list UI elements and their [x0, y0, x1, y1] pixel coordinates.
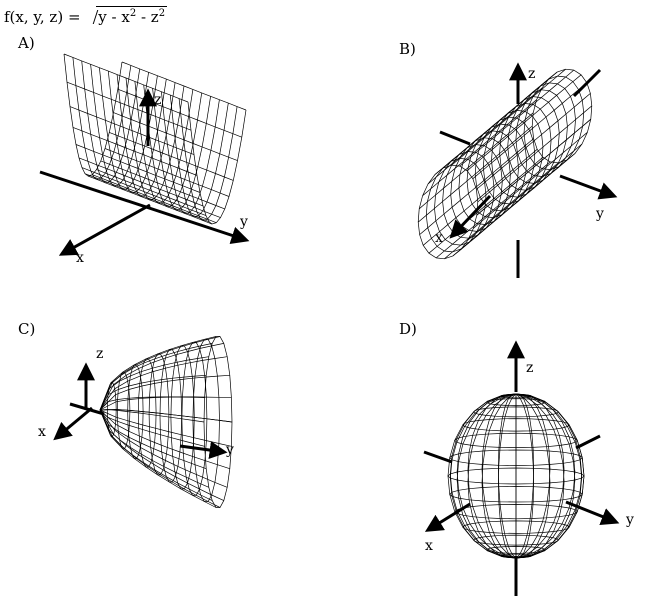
cylinder-mesh-line	[417, 164, 479, 260]
x-axis	[424, 502, 471, 532]
ellipsoid-mesh-line	[447, 467, 585, 485]
y-axis-label: y	[239, 214, 248, 230]
trough-mesh-line	[107, 71, 167, 194]
ellipsoid-mesh-line	[473, 406, 559, 418]
paraboloid-mesh-line	[181, 342, 208, 496]
x-axis-label: x	[38, 424, 46, 440]
trough-mesh-line	[187, 101, 247, 225]
cylinder-mesh-line	[466, 123, 528, 218]
option-c-label[interactable]: C)	[18, 320, 36, 338]
surface-a-mesh	[63, 53, 247, 225]
ellipsoid-mesh-line	[454, 432, 578, 448]
cylinder-mesh-line	[442, 144, 503, 239]
y-axis	[39, 170, 250, 245]
exponent: 2	[158, 8, 166, 19]
ellipsoid-mesh-line	[454, 504, 578, 520]
ellipsoid-mesh-line	[500, 553, 532, 559]
cylinder-mesh-line	[458, 130, 519, 225]
paraboloid-mesh-line	[203, 336, 233, 508]
radicand-part: y - x	[98, 8, 130, 26]
surface-b-mesh	[417, 68, 593, 260]
ellipsoid-mesh-line	[500, 393, 532, 399]
x-axis	[58, 203, 151, 256]
cylinder-mesh-line	[425, 158, 487, 253]
ellipsoid-mesh-line	[473, 534, 559, 546]
ellipsoid-mesh-line	[449, 486, 583, 503]
trough-mesh-line	[143, 84, 203, 208]
trough-mesh-line	[152, 88, 211, 211]
paraboloid-mesh-line	[192, 338, 220, 502]
x-axis-label: x	[425, 538, 433, 554]
x-axis-label: x	[435, 230, 443, 246]
z-axis-label: z	[154, 92, 161, 108]
ellipsoid-mesh-line	[485, 398, 546, 406]
paraboloid-mesh-line	[107, 382, 117, 437]
paraboloid-mesh-line	[137, 358, 157, 468]
axis-upper-right	[572, 68, 602, 98]
ellipsoid-mesh-line	[449, 449, 583, 466]
x-axis	[53, 406, 93, 441]
y-axis	[179, 441, 228, 459]
paraboloid-mesh-line	[170, 345, 195, 490]
y-axis	[565, 500, 620, 526]
trough-mesh-line	[90, 64, 149, 187]
y-axis	[559, 174, 618, 200]
option-d-label[interactable]: D)	[399, 320, 417, 338]
question-formula: f(x, y, z) = y - x2 - z2	[4, 6, 168, 26]
cylinder-mesh-line	[499, 96, 560, 191]
formula-lhs: f(x, y, z) =	[4, 8, 86, 26]
surface-c-mesh	[99, 336, 233, 508]
square-root: y - x2 - z2	[85, 6, 168, 26]
y-axis-label: y	[625, 512, 634, 528]
trough-mesh-line	[99, 67, 158, 191]
ellipsoid-mesh-line	[485, 546, 546, 554]
exponent: 2	[129, 8, 137, 19]
ellipsoid-mesh-line	[462, 418, 570, 432]
cylinder-mesh-line	[482, 110, 544, 205]
trough-mesh-line	[169, 95, 229, 218]
trough-mesh-line	[72, 57, 132, 180]
axis-back	[69, 402, 105, 416]
cylinder-mesh-line	[474, 116, 536, 212]
cylinder-mesh-line	[515, 82, 576, 177]
option-b-label[interactable]: B)	[399, 40, 416, 58]
z-axis-label: z	[96, 346, 103, 362]
cylinder-mesh-line	[491, 103, 552, 198]
paraboloid-mesh-line	[116, 371, 131, 450]
surface-d-mesh	[447, 393, 585, 559]
trough-mesh-line	[81, 60, 141, 184]
trough-mesh-line	[116, 74, 176, 197]
trough-mesh-line	[134, 81, 194, 204]
paraboloid-mesh-line	[127, 364, 144, 459]
trough-mesh-line	[125, 77, 185, 201]
axis-back-right	[575, 434, 601, 450]
radicand-part: - z	[136, 8, 159, 26]
y-axis-label: y	[595, 206, 604, 222]
cylinder-mesh-line	[523, 75, 585, 170]
x-axis	[449, 194, 492, 239]
y-axis-label: y	[225, 442, 234, 458]
cylinder-mesh-line	[531, 68, 593, 164]
z-axis-label: z	[528, 66, 535, 82]
option-a-label[interactable]: A)	[18, 34, 35, 52]
cylinder-mesh-line	[507, 89, 568, 184]
axis-back-left	[423, 450, 453, 464]
ellipsoid-mesh-line	[462, 520, 570, 534]
trough-mesh-line	[178, 98, 238, 221]
z-axis-label: z	[526, 360, 533, 376]
cylinder-mesh-line	[450, 137, 511, 232]
trough-mesh-line	[63, 53, 123, 177]
y-axis-back	[439, 130, 471, 146]
cylinder-mesh-line	[434, 151, 495, 246]
trough-mesh-line	[161, 91, 220, 215]
x-axis-label: x	[76, 250, 84, 266]
